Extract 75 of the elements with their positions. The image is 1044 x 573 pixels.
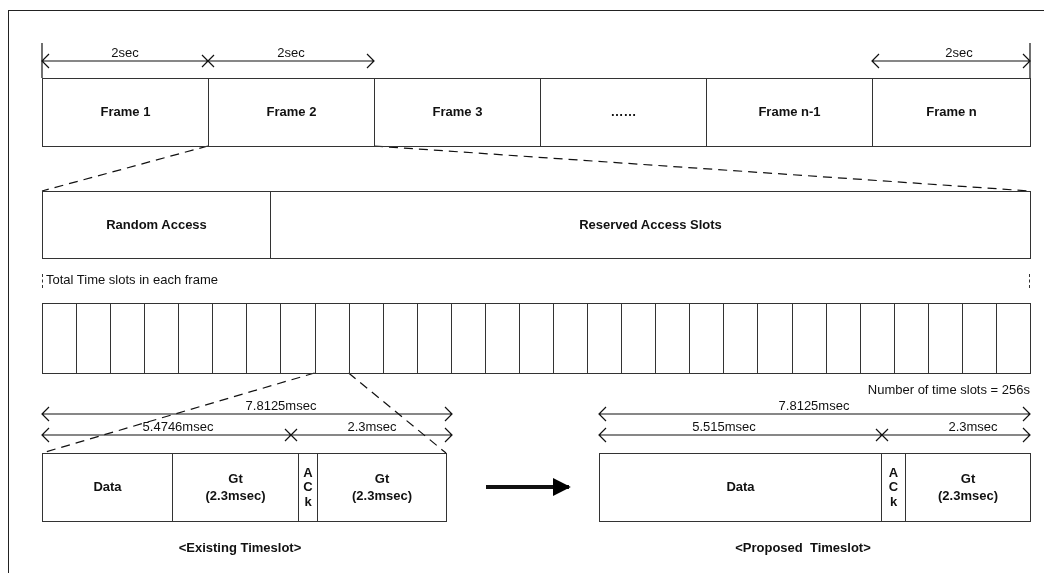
timeslot-segment — [42, 453, 173, 522]
caption: <Existing Timeslot> — [178, 540, 302, 555]
cell-label: ACk — [302, 466, 314, 509]
zoom-line — [348, 372, 447, 454]
time-slot-cell — [791, 303, 827, 374]
time-slot-cell — [757, 303, 793, 374]
frame-cell — [872, 78, 1031, 147]
arrow — [486, 478, 571, 496]
cell-label: Random Access — [106, 216, 207, 234]
zoom-line — [41, 145, 209, 192]
time-slot-cell — [859, 303, 895, 374]
time-slot-cell — [655, 303, 691, 374]
time-slot-cell — [553, 303, 589, 374]
time-slot-cell — [484, 303, 520, 374]
cell-label: Gt (2.3msec) — [351, 471, 413, 504]
dimension-text: 2.3msec — [347, 419, 397, 434]
time-slot-cell — [450, 303, 486, 374]
time-slot-cell — [621, 303, 657, 374]
time-slot-cell — [927, 303, 963, 374]
dimension-text: 7.8125msec — [778, 398, 850, 413]
dimension-text: 2sec — [945, 45, 973, 60]
time-slot-cell — [893, 303, 929, 374]
dimension-text: 5.515msec — [692, 419, 756, 434]
time-slot-cell — [518, 303, 554, 374]
time-slot-cell — [42, 303, 78, 374]
time-slot-cell — [587, 303, 623, 374]
cell-label: Frame n — [926, 104, 977, 121]
time-slot-cell — [825, 303, 861, 374]
timeslot-segment — [317, 453, 447, 522]
time-slot-cell — [961, 303, 997, 374]
time-slot-cell — [110, 303, 146, 374]
frame-cell — [42, 78, 209, 147]
timeslot-segment — [881, 453, 906, 522]
cell-label: Gt (2.3msec) — [204, 471, 267, 504]
access-segment — [270, 191, 1031, 259]
time-slot-cell — [178, 303, 214, 374]
timeslot-segment — [905, 453, 1031, 522]
slot-count-note: Number of time slots = 256s — [867, 382, 1030, 397]
frame-cell — [706, 78, 873, 147]
time-slot-cell — [689, 303, 725, 374]
time-slot-cell — [144, 303, 180, 374]
cell-label: …… — [610, 104, 637, 121]
frame-cell — [540, 78, 707, 147]
access-segment — [42, 191, 271, 259]
cell-label: Frame 3 — [432, 104, 483, 121]
cell-label: ACk — [887, 466, 900, 509]
time-slot-cell — [246, 303, 282, 374]
dimension-text: 2.3msec — [948, 419, 998, 434]
frame-cell — [208, 78, 375, 147]
time-slot-cell — [280, 303, 316, 374]
time-slot-cell — [314, 303, 350, 374]
time-slot-cell — [416, 303, 452, 374]
cell-label: Reserved Access Slots — [579, 216, 722, 234]
dimension-text: 2sec — [277, 45, 305, 60]
time-slot-cell — [212, 303, 248, 374]
dimension-text: 5.4746msec — [142, 419, 214, 434]
dimension-text: 7.8125msec — [245, 398, 317, 413]
timeslot-segment — [172, 453, 299, 522]
cell-label: Data — [93, 479, 122, 496]
frame-cell — [374, 78, 541, 147]
dimension-text: 2sec — [111, 45, 139, 60]
caption: <Proposed Timeslot> — [735, 540, 871, 555]
timeslot-segment — [599, 453, 882, 522]
time-slot-cell — [382, 303, 418, 374]
band-label: Total Time slots in each frame — [46, 272, 218, 289]
cell-label: Frame 2 — [266, 104, 317, 121]
time-slot-cell — [995, 303, 1031, 374]
time-slot-cell — [348, 303, 384, 374]
cell-label: Data — [726, 479, 755, 496]
time-slot-cell — [76, 303, 112, 374]
cell-label: Frame n-1 — [758, 104, 821, 121]
cell-label: Gt (2.3msec) — [937, 471, 999, 504]
timeslot-segment — [298, 453, 318, 522]
time-slot-cell — [723, 303, 759, 374]
cell-label: Frame 1 — [100, 104, 151, 121]
